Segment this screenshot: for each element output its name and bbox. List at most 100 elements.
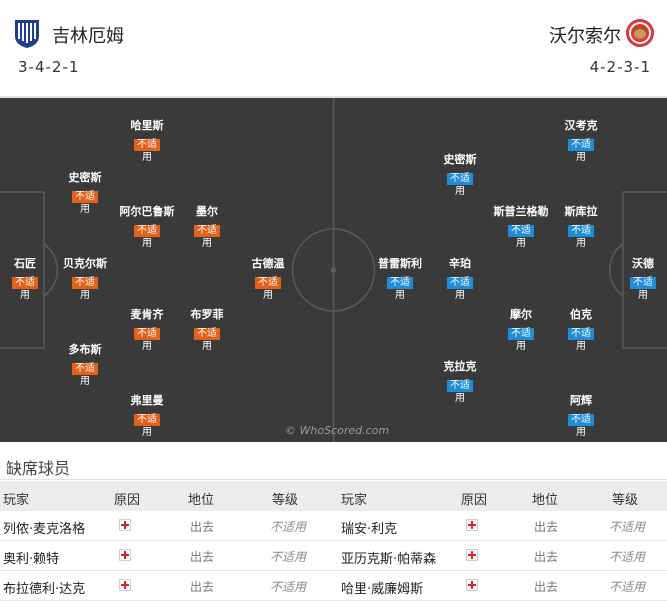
player-away[interactable]: 伯克 不适 用 [546, 308, 616, 353]
gillingham-crest-icon[interactable] [14, 19, 40, 49]
player-away-gk[interactable]: 沃德 不适 用 [608, 257, 667, 302]
player-home[interactable]: 多布斯 不适 用 [50, 343, 120, 388]
rating-badge-suffix: 用 [142, 238, 152, 249]
missing-players-table: 玩家 原因 地位 等级 玩家 原因 地位 等级 列侬·麦克洛格 出去 不适用 瑞… [0, 481, 667, 601]
status-text: 出去 [534, 580, 559, 594]
rating-badge-suffix: 用 [20, 290, 30, 301]
home-team-name[interactable]: 吉林厄姆 [52, 26, 124, 47]
player-link[interactable]: 布拉德利·达克 [3, 582, 86, 597]
player-home[interactable]: 麦肯齐 不适 用 [112, 308, 182, 353]
header-rating[interactable]: 等级 [612, 493, 639, 508]
rating-badge-suffix: 用 [576, 238, 586, 249]
match-header: 吉林厄姆 3-4-2-1 沃尔索尔 4-2-3-1 [0, 0, 667, 96]
rating-badge: 不适 [194, 225, 220, 237]
status-text: 出去 [190, 580, 215, 594]
injury-cross-icon[interactable] [466, 519, 478, 531]
player-away[interactable]: 斯库拉 不适 用 [546, 205, 616, 250]
player-name: 斯库拉 [564, 205, 598, 218]
formation-pitch: 石匠 不适 用 史密斯 不适 用 贝克尔斯 不适 用 多布斯 不适 用 哈里斯 … [0, 98, 667, 442]
player-name: 贝克尔斯 [63, 257, 107, 270]
player-link[interactable]: 列侬·麦克洛格 [3, 522, 86, 537]
rating-badge-suffix: 用 [80, 376, 90, 387]
player-link[interactable]: 瑞安·利克 [341, 522, 398, 537]
player-home[interactable]: 墨尔 不适 用 [172, 205, 242, 250]
rating-badge-suffix: 用 [516, 341, 526, 352]
player-name: 阿尔巴鲁斯 [119, 205, 175, 218]
header-reason[interactable]: 原因 [114, 493, 141, 508]
rating-badge: 不适 [568, 328, 594, 340]
header-rating[interactable]: 等级 [272, 493, 299, 508]
player-away[interactable]: 斯普兰格勒 不适 用 [486, 205, 556, 250]
player-home[interactable]: 弗里曼 不适 用 [112, 394, 182, 439]
player-name: 布罗菲 [190, 308, 224, 321]
rating-badge-suffix: 用 [142, 341, 152, 352]
walsall-crest-icon[interactable] [625, 18, 655, 48]
injury-cross-icon[interactable] [466, 579, 478, 591]
header-reason[interactable]: 原因 [461, 493, 488, 508]
rating-badge: 不适 [72, 363, 98, 375]
player-home[interactable]: 哈里斯 不适 用 [112, 119, 182, 164]
player-name: 汉考克 [564, 119, 598, 132]
injury-cross-icon[interactable] [119, 579, 131, 591]
rating-badge-suffix: 用 [202, 238, 212, 249]
header-status[interactable]: 地位 [532, 493, 559, 508]
status-text: 出去 [534, 550, 559, 564]
rating-badge: 不适 [630, 277, 656, 289]
player-link[interactable]: 奥利·赖特 [3, 552, 60, 567]
rating-badge: 不适 [134, 225, 160, 237]
player-away[interactable]: 史密斯 不适 用 [425, 153, 495, 198]
player-away[interactable]: 汉考克 不适 用 [546, 119, 616, 164]
header-status[interactable]: 地位 [188, 493, 215, 508]
player-name: 阿辉 [570, 394, 592, 407]
rating-badge-suffix: 用 [455, 290, 465, 301]
rating-badge: 不适 [12, 277, 38, 289]
injury-cross-icon[interactable] [119, 549, 131, 561]
header-player[interactable]: 玩家 [341, 493, 368, 508]
rating-badge: 不适 [134, 328, 160, 340]
watermark: © WhoScored.com [285, 424, 390, 437]
injury-cross-icon[interactable] [466, 549, 478, 561]
rating-badge-suffix: 用 [80, 290, 90, 301]
player-home[interactable]: 古德温 不适 用 [233, 257, 303, 302]
player-name: 古德温 [251, 257, 285, 270]
rating-badge-suffix: 用 [263, 290, 273, 301]
player-name: 多布斯 [68, 343, 102, 356]
rating-badge: 不适 [134, 414, 160, 426]
player-name: 斯普兰格勒 [493, 205, 549, 218]
rating-badge-suffix: 用 [576, 152, 586, 163]
player-name: 伯克 [570, 308, 592, 321]
rating-badge: 不适 [568, 225, 594, 237]
rating-text: 不适用 [270, 550, 307, 564]
player-away[interactable]: 普雷斯利 不适 用 [365, 257, 435, 302]
rating-badge: 不适 [447, 277, 473, 289]
rating-badge: 不适 [447, 173, 473, 185]
player-link[interactable]: 哈里·威廉姆斯 [341, 582, 424, 597]
rating-badge: 不适 [508, 225, 534, 237]
player-home[interactable]: 贝克尔斯 不适 用 [50, 257, 120, 302]
player-name: 辛珀 [449, 257, 471, 270]
rating-badge: 不适 [72, 191, 98, 203]
status-text: 出去 [534, 520, 559, 534]
player-away[interactable]: 克拉克 不适 用 [425, 360, 495, 405]
divider [0, 96, 667, 98]
player-away[interactable]: 辛珀 不适 用 [425, 257, 495, 302]
rating-text: 不适用 [609, 550, 646, 564]
player-link[interactable]: 亚历克斯·帕蒂森 [341, 552, 437, 567]
player-home[interactable]: 史密斯 不适 用 [50, 171, 120, 216]
player-home[interactable]: 阿尔巴鲁斯 不适 用 [112, 205, 182, 250]
player-away[interactable]: 阿辉 不适 用 [546, 394, 616, 439]
rating-badge: 不适 [72, 277, 98, 289]
injury-cross-icon[interactable] [119, 519, 131, 531]
header-player[interactable]: 玩家 [3, 493, 30, 508]
table-header: 玩家 原因 地位 等级 玩家 原因 地位 等级 [0, 481, 667, 511]
player-home-gk[interactable]: 石匠 不适 用 [0, 257, 60, 302]
player-name: 弗里曼 [130, 394, 164, 407]
rating-badge: 不适 [255, 277, 281, 289]
rating-text: 不适用 [609, 580, 646, 594]
table-row: 布拉德利·达克 出去 不适用 哈里·威廉姆斯 出去 不适用 [0, 571, 667, 601]
player-away[interactable]: 摩尔 不适 用 [486, 308, 556, 353]
player-home[interactable]: 布罗菲 不适 用 [172, 308, 242, 353]
away-team-name[interactable]: 沃尔索尔 [549, 26, 621, 47]
rating-badge: 不适 [508, 328, 534, 340]
rating-badge-suffix: 用 [638, 290, 648, 301]
